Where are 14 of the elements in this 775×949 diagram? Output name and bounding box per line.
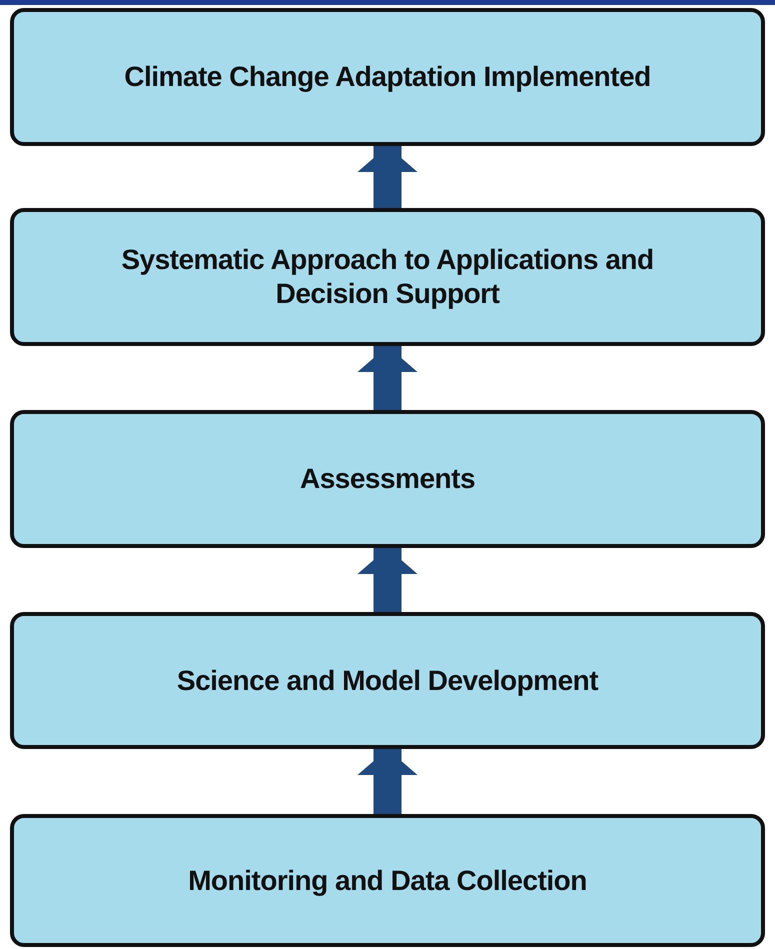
process-box [10, 814, 765, 947]
box-label: Systematic Approach to Applications and Decision Support [120, 243, 655, 311]
box-label: Monitoring and Data Collection [188, 864, 587, 898]
arrow [358, 346, 418, 410]
box-label: Assessments [300, 462, 476, 496]
process-box [10, 8, 765, 146]
process-box [10, 410, 765, 548]
box-label: Climate Change Adaptation Implemented [124, 60, 651, 94]
process-box [10, 208, 765, 346]
process-box [10, 612, 765, 749]
arrow [358, 749, 418, 814]
arrow [358, 146, 418, 208]
arrow [358, 548, 418, 612]
box-label: Science and Model Development [176, 664, 598, 698]
